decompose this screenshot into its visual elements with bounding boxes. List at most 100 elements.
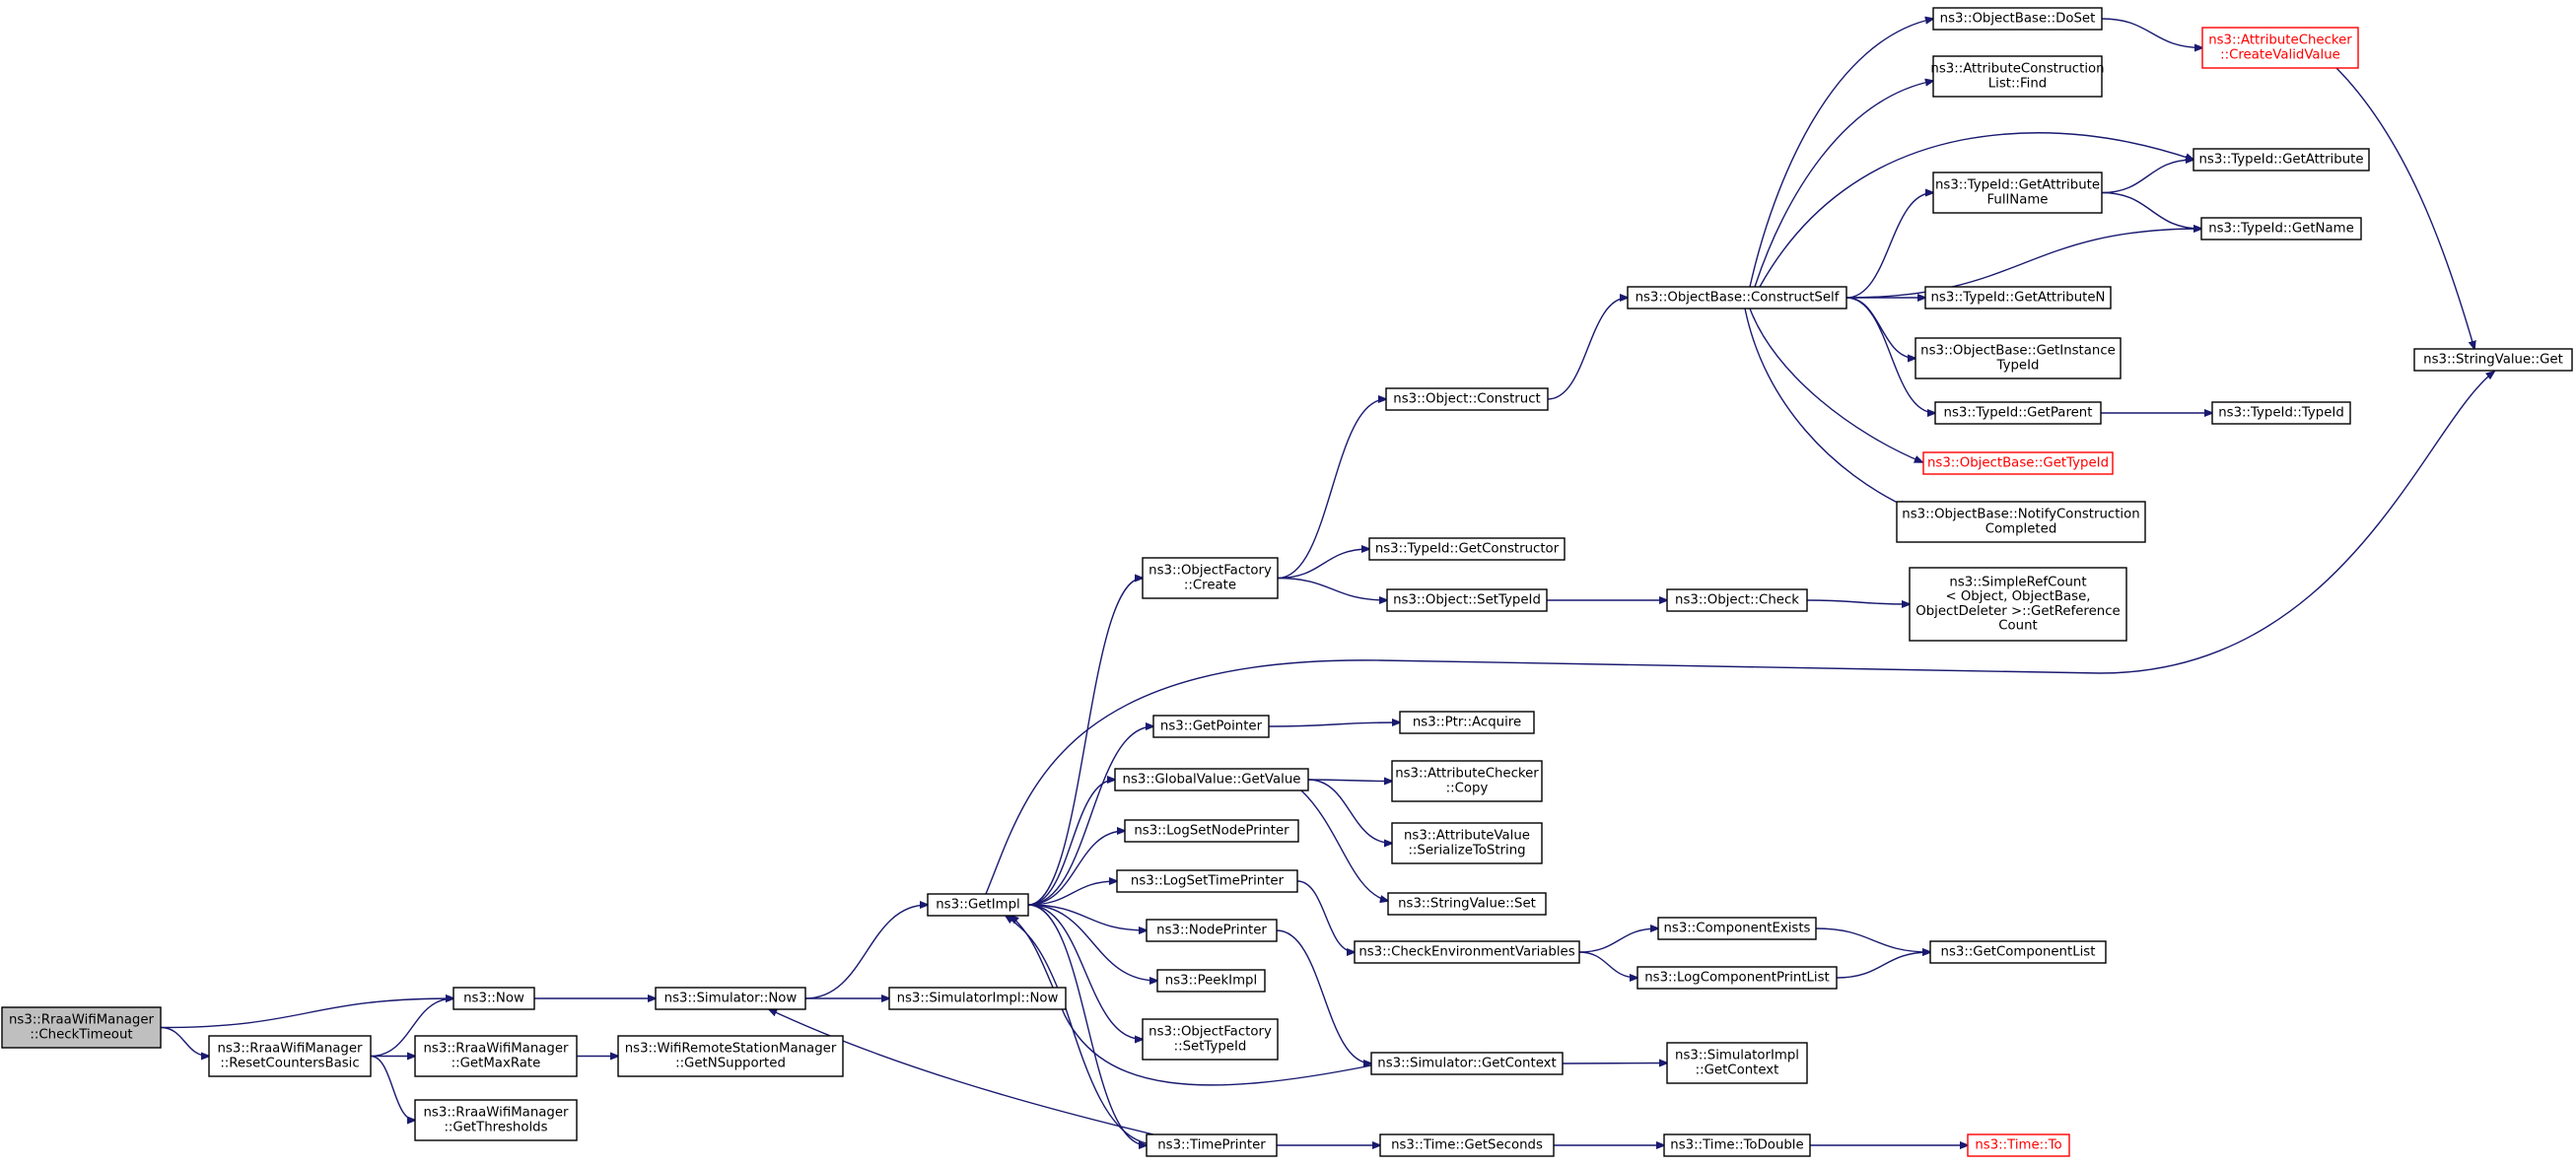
node-box[interactable] (1156, 969, 1266, 993)
function-node-objconstruct[interactable]: ns3::Object::Construct (1385, 387, 1549, 411)
function-node-notifyconstruction[interactable]: ns3::ObjectBase::NotifyConstructionCompl… (1896, 501, 2146, 543)
node-box[interactable] (1354, 940, 1580, 964)
node-box[interactable] (1657, 917, 1817, 940)
node-box[interactable] (1915, 337, 2122, 379)
function-node-stringvalueset[interactable]: ns3::StringValue::Set (1387, 892, 1547, 916)
node-box[interactable] (1146, 1133, 1278, 1157)
node-box[interactable] (1967, 1133, 2070, 1157)
function-node-typeidgetparent[interactable]: ns3::TypeId::GetParent (1934, 401, 2102, 425)
function-node-objcheck[interactable]: ns3::Object::Check (1666, 588, 1808, 612)
node-box[interactable] (1627, 286, 1847, 309)
node-box[interactable] (2413, 348, 2573, 372)
node-box[interactable] (1666, 588, 1808, 612)
function-node-logsettime[interactable]: ns3::LogSetTimePrinter (1116, 869, 1298, 893)
node-box[interactable] (1142, 1018, 1279, 1061)
function-node-checkenv[interactable]: ns3::CheckEnvironmentVariables (1354, 940, 1580, 964)
node-box[interactable] (1636, 966, 1838, 990)
node-box[interactable] (927, 893, 1029, 917)
function-node-checktimeout[interactable]: ns3::RraaWifiManager::CheckTimeout (1, 1006, 162, 1049)
function-node-nodeprinter[interactable]: ns3::NodePrinter (1146, 919, 1278, 942)
node-box[interactable] (1922, 451, 2114, 475)
node-box[interactable] (1386, 588, 1548, 612)
function-node-timeto[interactable]: ns3::Time::To (1967, 1133, 2070, 1157)
function-node-attrvalueserialize[interactable]: ns3::AttributeValue::SerializeToString (1391, 822, 1543, 864)
function-node-getthresholds[interactable]: ns3::RraaWifiManager::GetThresholds (414, 1099, 578, 1141)
node-box[interactable] (453, 987, 535, 1010)
node-box[interactable] (1391, 760, 1543, 802)
node-box[interactable] (1932, 7, 2103, 31)
function-node-constructself[interactable]: ns3::ObjectBase::ConstructSelf (1627, 286, 1847, 309)
function-node-attrcheckercreatevalid[interactable]: ns3::AttributeChecker::CreateValidValue (2201, 27, 2359, 69)
function-node-simnow[interactable]: ns3::Simulator::Now (655, 987, 806, 1010)
function-node-getcomponentlist[interactable]: ns3::GetComponentList (1929, 940, 2107, 964)
function-node-objfactorysettypeid[interactable]: ns3::ObjectFactory::SetTypeId (1142, 1018, 1279, 1061)
function-node-peekimpl[interactable]: ns3::PeekImpl (1156, 969, 1266, 993)
function-node-objbasegettypeid[interactable]: ns3::ObjectBase::GetTypeId (1922, 451, 2114, 475)
node-box[interactable] (1924, 286, 2112, 309)
node-box[interactable] (1152, 715, 1270, 738)
function-node-getnsupported[interactable]: ns3::WifiRemoteStationManager::GetNSuppo… (617, 1035, 844, 1077)
node-box[interactable] (414, 1099, 578, 1141)
node-box[interactable] (1116, 869, 1298, 893)
function-node-typeidgetattribute[interactable]: ns3::TypeId::GetAttribute (2193, 148, 2370, 171)
node-box[interactable] (1368, 537, 1566, 561)
function-node-getmaxrate[interactable]: ns3::RraaWifiManager::GetMaxRate (414, 1035, 578, 1077)
function-node-logsetnode[interactable]: ns3::LogSetNodePrinter (1124, 819, 1299, 843)
node-box[interactable] (617, 1035, 844, 1077)
function-node-timetodouble[interactable]: ns3::Time::ToDouble (1663, 1133, 1811, 1157)
function-node-resetcounters[interactable]: ns3::RraaWifiManager::ResetCountersBasic (208, 1035, 372, 1077)
node-box[interactable] (1114, 768, 1309, 791)
function-node-timeprinter[interactable]: ns3::TimePrinter (1146, 1133, 1278, 1157)
function-node-simplerefcount[interactable]: ns3::SimpleRefCount< Object, ObjectBase,… (1909, 567, 2127, 642)
node-box[interactable] (1, 1006, 162, 1049)
node-box[interactable] (1146, 919, 1278, 942)
node-box[interactable] (1391, 822, 1543, 864)
node-box[interactable] (1385, 387, 1549, 411)
function-node-getpointer[interactable]: ns3::GetPointer (1152, 715, 1270, 738)
function-node-attrcheckercopy[interactable]: ns3::AttributeChecker::Copy (1391, 760, 1543, 802)
function-node-now[interactable]: ns3::Now (453, 987, 535, 1010)
node-box[interactable] (1934, 401, 2102, 425)
node-box[interactable] (1896, 501, 2146, 543)
function-node-typeidgetconstructor[interactable]: ns3::TypeId::GetConstructor (1368, 537, 1566, 561)
node-box[interactable] (1370, 1052, 1564, 1075)
function-node-logcomponentprint[interactable]: ns3::LogComponentPrintList (1636, 966, 1838, 990)
node-box[interactable] (1666, 1042, 1808, 1084)
function-node-typeidtypeid[interactable]: ns3::TypeId::TypeId (2211, 401, 2351, 425)
node-box[interactable] (2200, 217, 2362, 240)
function-node-typeidgetname[interactable]: ns3::TypeId::GetName (2200, 217, 2362, 240)
node-box[interactable] (1387, 892, 1547, 916)
function-node-getimpl[interactable]: ns3::GetImpl (927, 893, 1029, 917)
node-box[interactable] (1379, 1133, 1555, 1157)
node-box[interactable] (208, 1035, 372, 1077)
function-node-ptracquire[interactable]: ns3::Ptr::Acquire (1399, 711, 1535, 734)
node-box[interactable] (2211, 401, 2351, 425)
node-box[interactable] (1909, 567, 2127, 642)
node-box[interactable] (888, 987, 1067, 1010)
function-node-timegetseconds[interactable]: ns3::Time::GetSeconds (1379, 1133, 1555, 1157)
function-node-simimplgetcontext[interactable]: ns3::SimulatorImpl::GetContext (1666, 1042, 1808, 1084)
node-box[interactable] (2193, 148, 2370, 171)
node-box[interactable] (1142, 557, 1279, 599)
function-node-simimplnow[interactable]: ns3::SimulatorImpl::Now (888, 987, 1067, 1010)
node-box[interactable] (2201, 27, 2359, 69)
function-node-globalgetvalue[interactable]: ns3::GlobalValue::GetValue (1114, 768, 1309, 791)
node-box[interactable] (1929, 940, 2107, 964)
node-box[interactable] (1932, 55, 2103, 98)
node-box[interactable] (1399, 711, 1535, 734)
function-node-objfactorycreate[interactable]: ns3::ObjectFactory::Create (1142, 557, 1279, 599)
node-box[interactable] (1932, 171, 2103, 214)
node-box[interactable] (1124, 819, 1299, 843)
function-node-simgetcontext[interactable]: ns3::Simulator::GetContext (1370, 1052, 1564, 1075)
function-node-stringvalueget[interactable]: ns3::StringValue::Get (2413, 348, 2573, 372)
node-box[interactable] (414, 1035, 578, 1077)
node-box[interactable] (1663, 1133, 1811, 1157)
node-box[interactable] (655, 987, 806, 1010)
function-node-componentexists[interactable]: ns3::ComponentExists (1657, 917, 1817, 940)
function-node-typeidgetattrn[interactable]: ns3::TypeId::GetAttributeN (1924, 286, 2112, 309)
function-node-objsettypeid[interactable]: ns3::Object::SetTypeId (1386, 588, 1548, 612)
function-node-dosetobj[interactable]: ns3::ObjectBase::DoSet (1932, 7, 2103, 31)
